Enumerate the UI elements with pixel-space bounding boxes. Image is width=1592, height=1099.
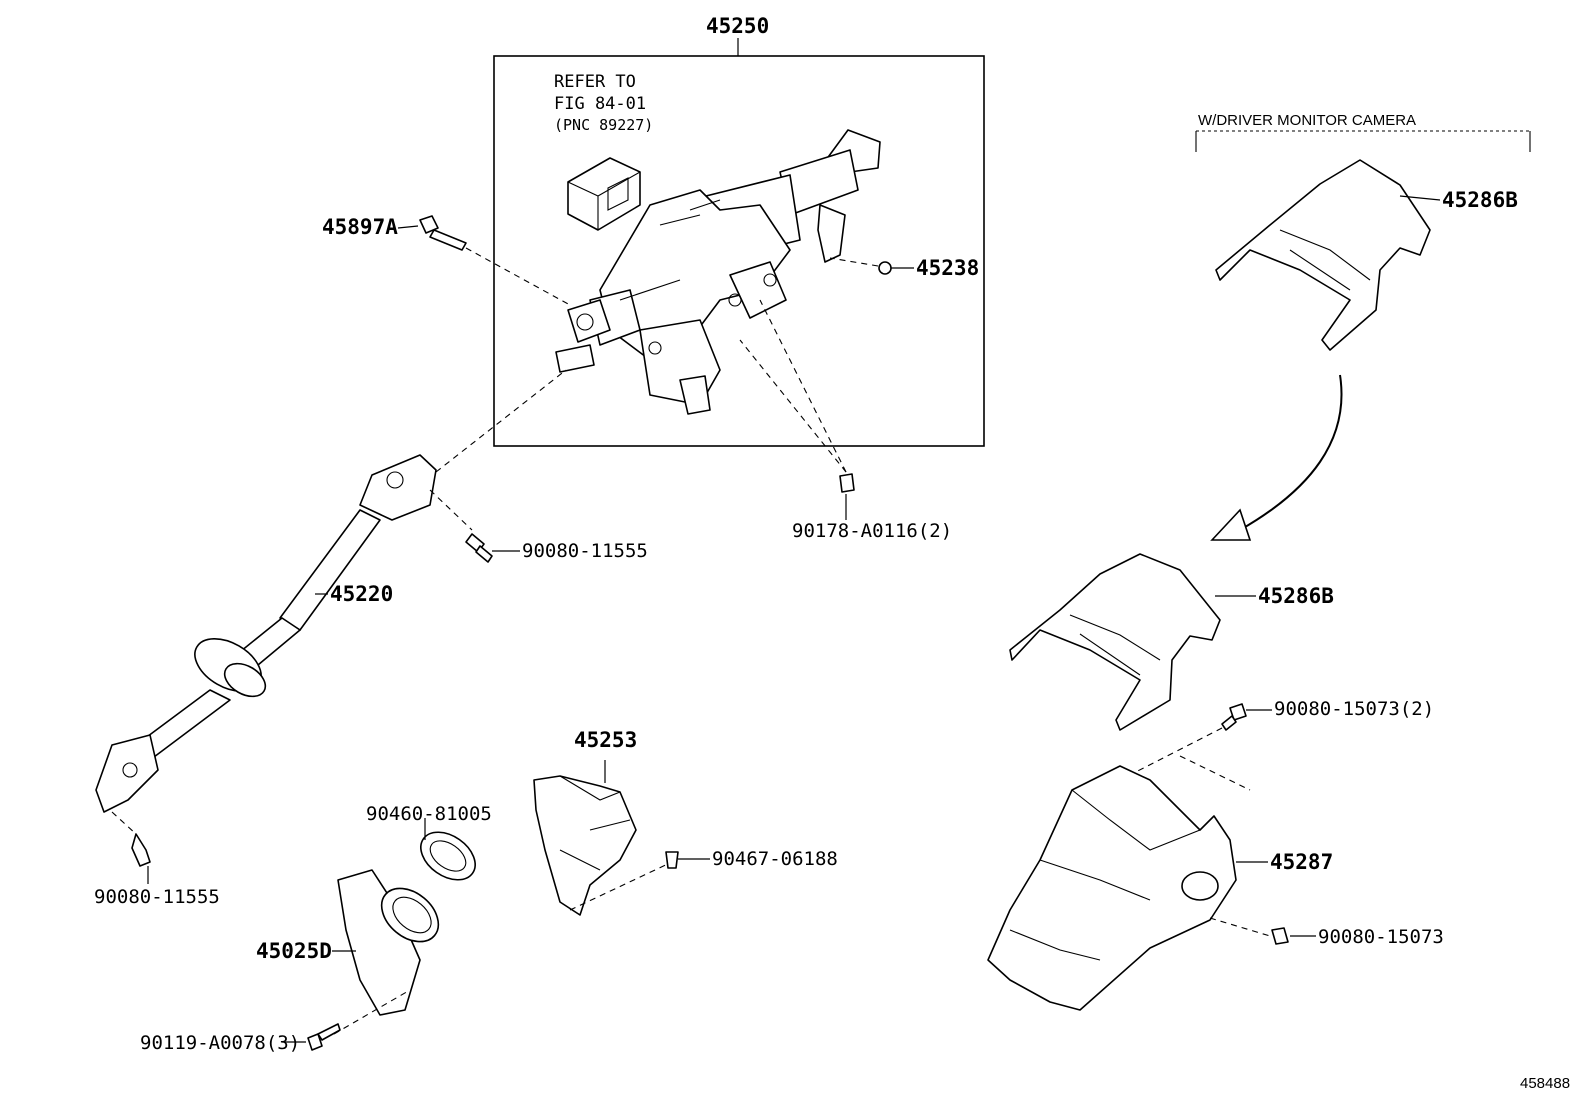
bolt-90080-bottom-shape <box>111 811 151 884</box>
label-refer-line2: FIG 84-01 <box>554 94 647 114</box>
steering-column-shape <box>555 129 881 415</box>
label-90119-A0078: 90119-A0078(3) <box>140 1032 301 1054</box>
label-90080-15073-2: 90080-15073(2) <box>1274 698 1435 720</box>
clip-90467-shape <box>665 851 710 869</box>
bolt-90080-top-shape <box>429 489 520 563</box>
intermediate-shaft-shape <box>95 369 567 813</box>
diagram-id: 458488 <box>1520 1075 1571 1092</box>
label-camera-note: W/DRIVER MONITOR CAMERA <box>1198 112 1417 129</box>
screw-90119-shape <box>282 1023 341 1051</box>
ecu-module-shape <box>567 157 641 231</box>
label-45238: 45238 <box>916 256 980 280</box>
screw-90080-15073-2-shape <box>1119 703 1272 791</box>
label-45253: 45253 <box>574 728 638 752</box>
camera-note-bracket <box>1195 130 1531 152</box>
label-90080-11555-bottom: 90080-11555 <box>94 886 220 908</box>
screw-90080-15073-shape <box>1209 917 1316 945</box>
label-45287: 45287 <box>1270 850 1334 874</box>
column-cover-upper-shape <box>1009 553 1256 731</box>
replacement-arrow <box>1210 374 1343 541</box>
nut-90178-shape <box>739 299 855 520</box>
seal-90460-shape <box>420 818 476 881</box>
label-refer-line3: (PNC 89227) <box>554 116 654 134</box>
bolt-45897A-shape <box>397 215 571 306</box>
column-cover-lower-shape <box>987 765 1268 1011</box>
column-assembly-group <box>493 38 985 447</box>
label-90080-15073: 90080-15073 <box>1318 926 1444 948</box>
label-90080-11555-top: 90080-11555 <box>522 540 648 562</box>
label-45220: 45220 <box>330 582 394 606</box>
hole-cover-45253-shape <box>533 760 673 916</box>
label-refer-line1: REFER TO <box>554 72 636 92</box>
label-90467-06188: 90467-06188 <box>712 848 838 870</box>
column-cover-upper-camera-shape <box>1215 159 1441 351</box>
boot-45025D-shape <box>332 869 440 1035</box>
label-45025D: 45025D <box>256 939 332 963</box>
label-90178-A0116: 90178-A0116(2) <box>792 520 953 542</box>
label-45897A: 45897A <box>322 215 398 239</box>
label-45286B-upper: 45286B <box>1442 188 1518 212</box>
column-assembly-box <box>493 55 985 447</box>
label-45286B-lower: 45286B <box>1258 584 1334 608</box>
nut-45238-shape <box>829 257 914 275</box>
label-90460-81005: 90460-81005 <box>366 803 492 825</box>
label-45250: 45250 <box>706 14 770 38</box>
